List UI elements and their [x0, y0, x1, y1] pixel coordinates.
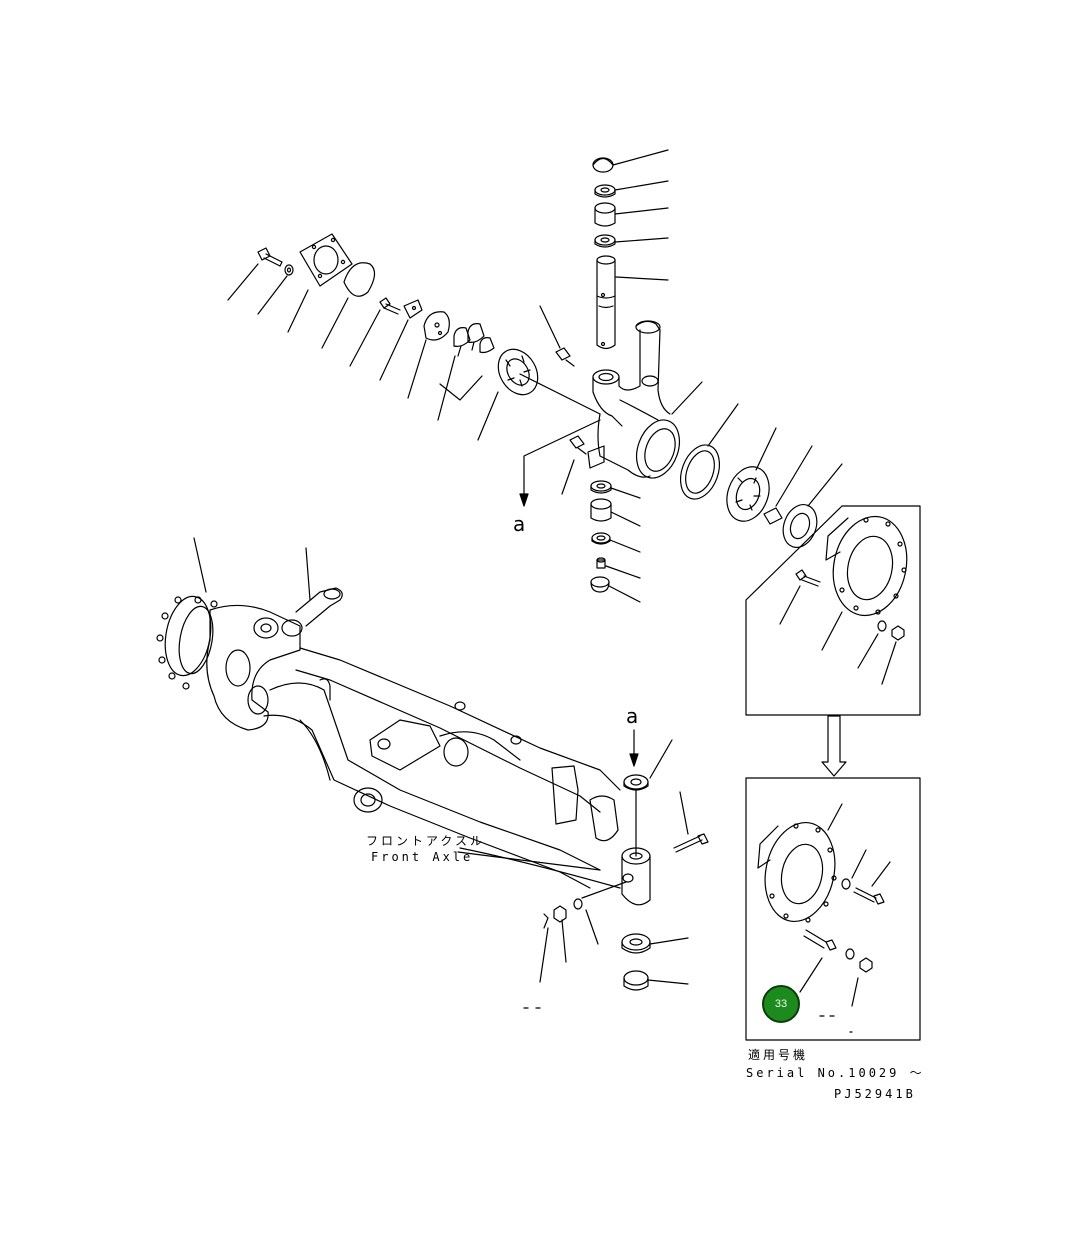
drawing-code: PJ52941B	[834, 1087, 916, 1101]
hub-detail-box-top	[745, 505, 921, 716]
hub-detail-box-bottom	[745, 777, 921, 1041]
serial-number-label: Serial No.10029 ～	[746, 1066, 925, 1080]
arrow-label-a-top: a	[513, 512, 526, 536]
front-axle-label-jp: フロントアクスル	[366, 834, 486, 848]
arrow-label-a-bottom: a	[626, 704, 639, 728]
applicable-serial-label-jp: 適用号機	[748, 1048, 809, 1062]
lower-kingpin-stack	[590, 480, 641, 603]
callout-badge[interactable]: 33	[762, 985, 800, 1023]
hub-cover-group	[227, 233, 539, 441]
front-axle-housing	[156, 537, 709, 1009]
kingpin-stack	[592, 149, 669, 350]
bearing-seal-group	[679, 403, 843, 548]
steering-knuckle	[519, 305, 703, 507]
front-axle-label-en: Front Axle	[371, 850, 474, 864]
transition-arrow	[821, 715, 847, 777]
